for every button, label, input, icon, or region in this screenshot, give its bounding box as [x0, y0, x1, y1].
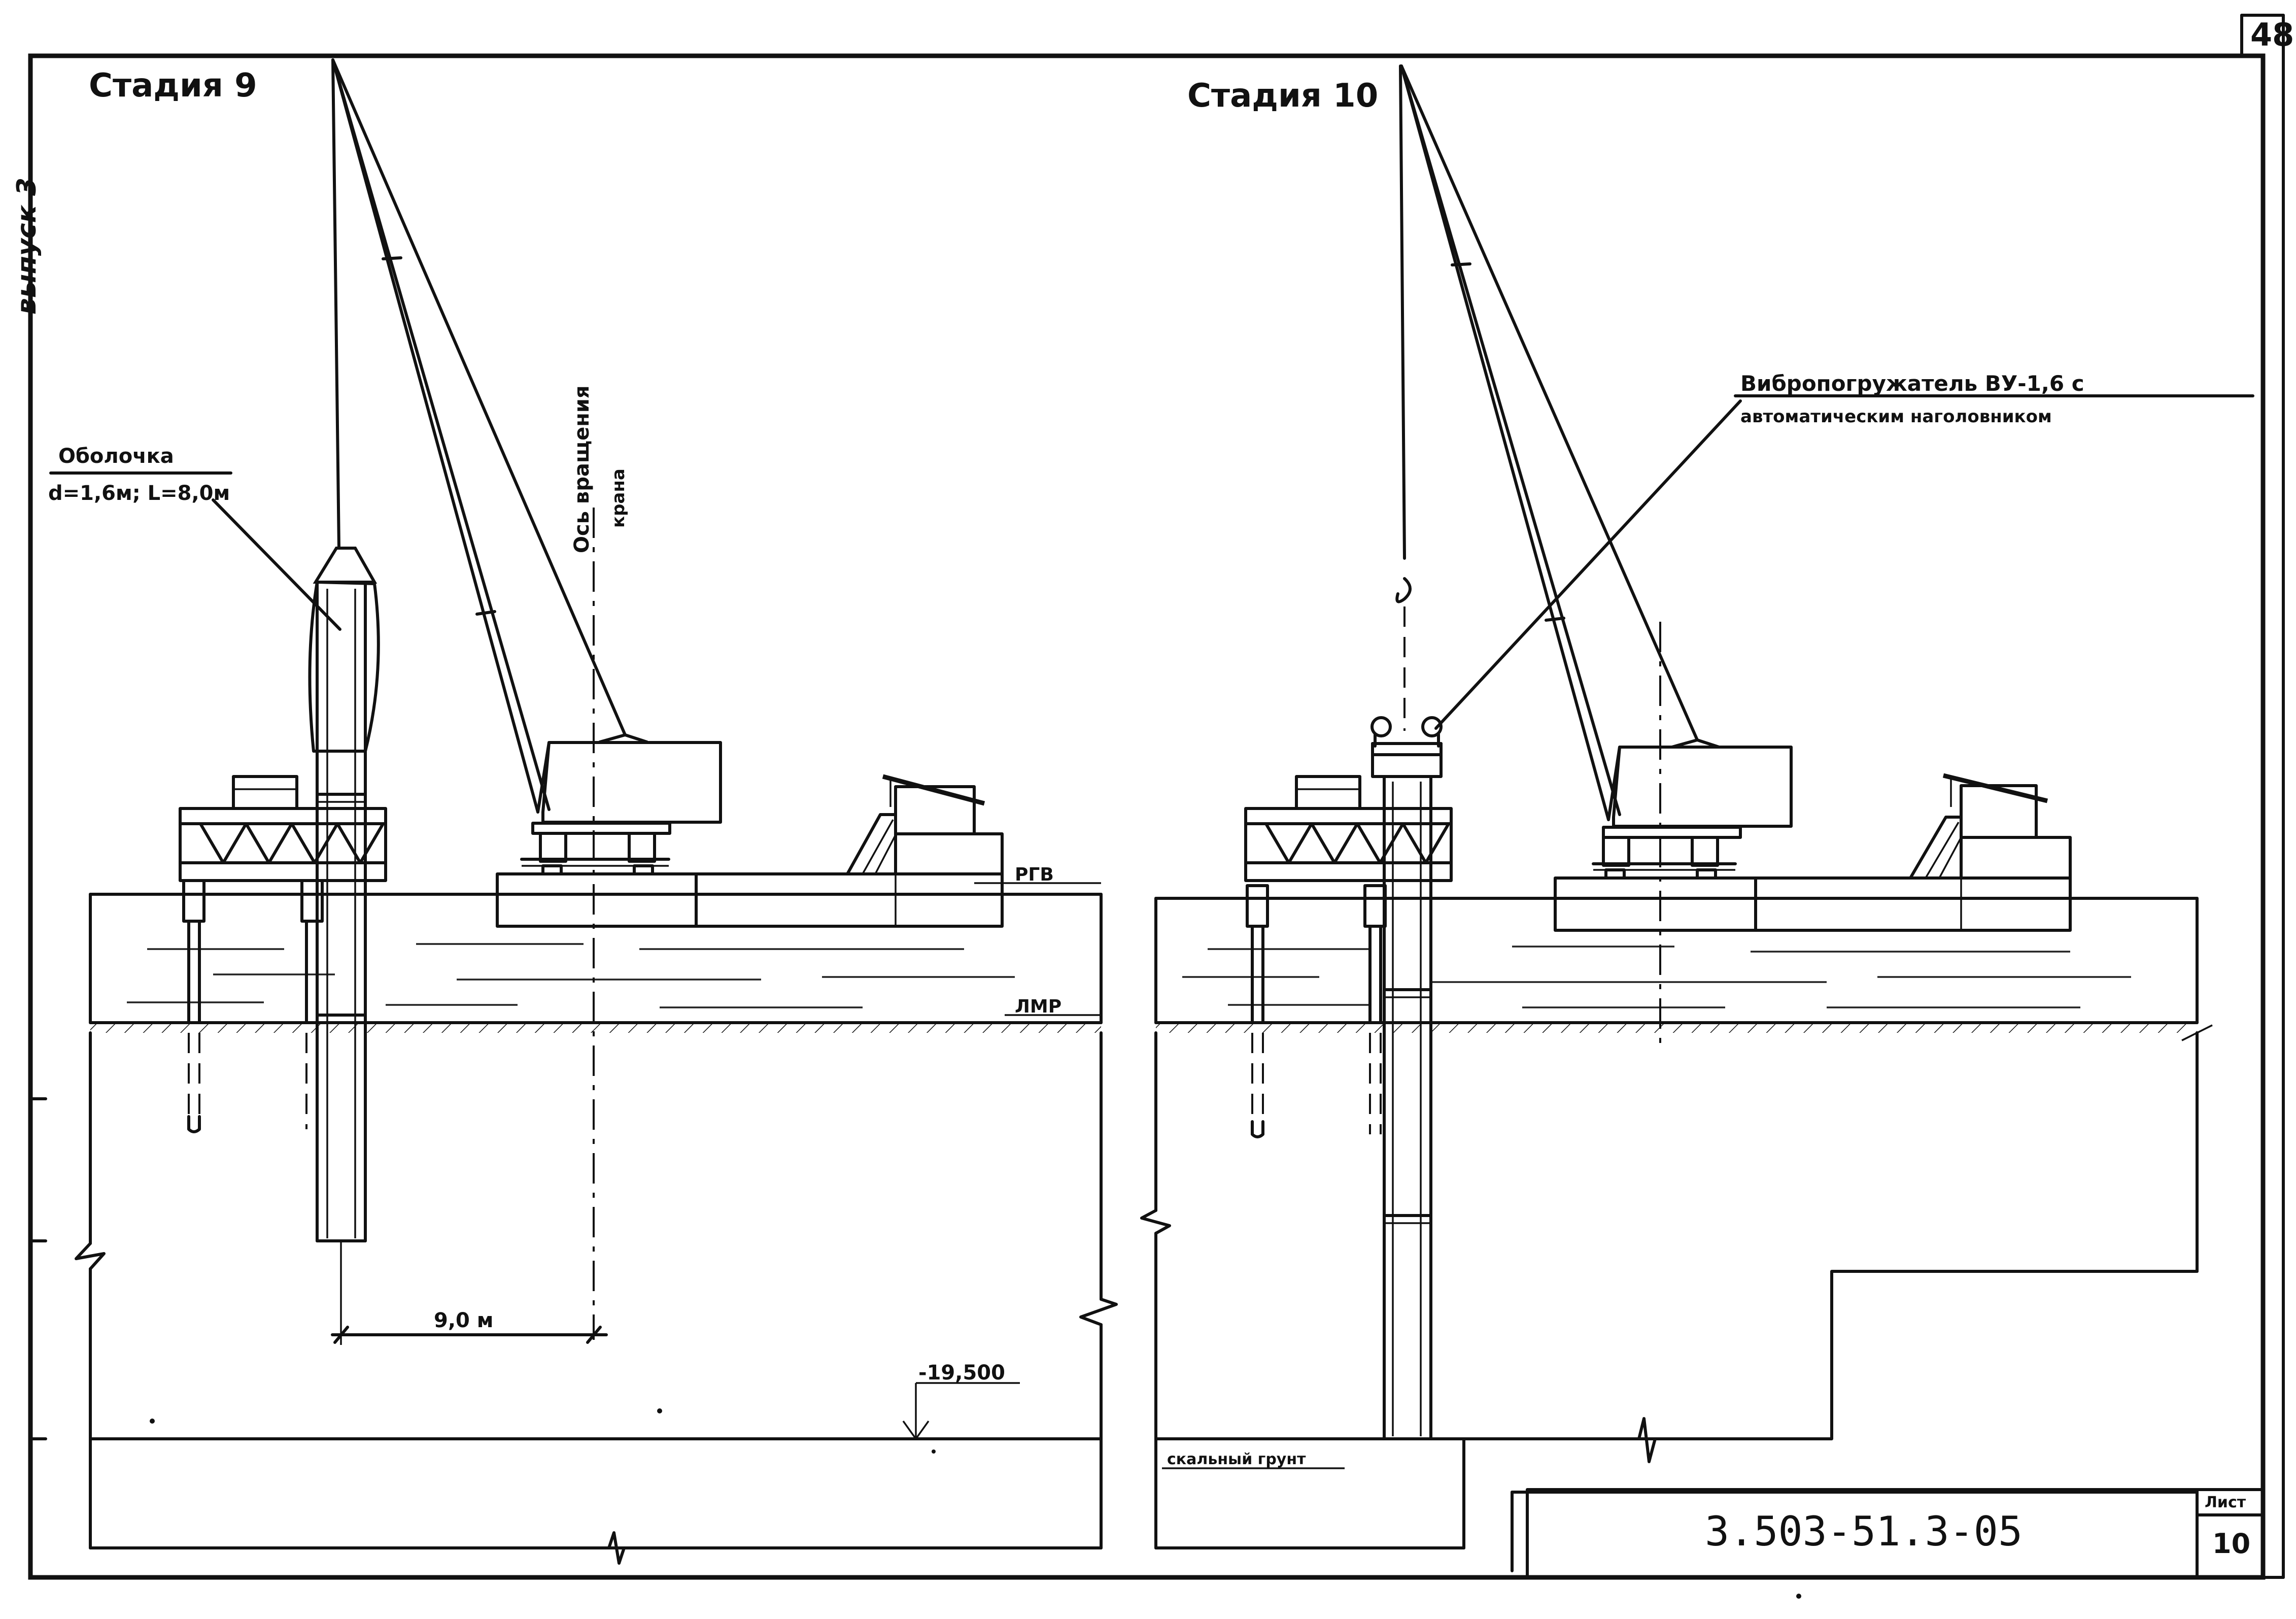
shell-label-line1: Оболочка [58, 445, 174, 468]
sheet-value: 10 [2212, 1528, 2250, 1560]
vibrator-callout: Вибропогружатель ВУ-1,6 с автоматическим… [1434, 371, 2254, 730]
river-bed [89, 1021, 1103, 1033]
crane-house [520, 741, 722, 875]
support-piles [182, 879, 324, 1133]
guide-frame-10 [1244, 775, 1453, 882]
title-block: 3.503-51.3-05 Лист 10 [1526, 1488, 2265, 1579]
stage-9-panel: Стадия 9 РГВ ЛМР [48, 58, 1118, 1565]
crane-hook [1395, 64, 1412, 731]
soil-region-10: скальный грунт [1140, 1031, 2199, 1572]
stage-10-title: Стадия 10 [1187, 77, 1378, 115]
edge-ticks [29, 1097, 47, 1440]
document-code: 3.503-51.3-05 [1705, 1508, 2023, 1555]
crane-axis-label-line1: Ось вращения [570, 385, 594, 553]
pontoon [496, 774, 1004, 928]
shell-pile-10 [1383, 775, 1432, 1440]
shell-label-line2: d=1,6м; L=8,0м [48, 482, 230, 505]
water-body: РГВ ЛМР [89, 864, 1103, 1024]
water-level-label: РГВ [1015, 864, 1054, 885]
elevation-label: -19,500 [918, 1361, 1005, 1385]
shell-callout: Оболочка d=1,6м; L=8,0м [48, 445, 341, 631]
low-level-label: ЛМР [1015, 996, 1061, 1017]
side-label: выпуск 3 [12, 178, 42, 315]
water-body-10 [1154, 897, 2199, 1024]
crane-axis-label: Ось вращения крана [570, 385, 629, 553]
stray-mark [1796, 1594, 1801, 1599]
crane-axis-label-line2: крана [608, 468, 629, 528]
stage-10-panel: Стадия 10 [1140, 64, 2254, 1572]
vibratory-driver [1370, 716, 1443, 778]
hoist-rope [331, 58, 340, 550]
guide-frame [179, 775, 387, 882]
rock-label: скальный грунт [1167, 1451, 1306, 1468]
dimension-9m: 9,0 м [331, 1241, 608, 1345]
elevation-mark: -19,500 [902, 1361, 1020, 1441]
river-bed-10 [1154, 1021, 2213, 1041]
crane-boom-10 [1400, 64, 1721, 821]
stage-9-title: Стадия 9 [89, 67, 257, 105]
pontoon-10 [1554, 773, 2072, 932]
dimension-label: 9,0 м [434, 1309, 493, 1332]
sheet-label: Лист [2205, 1494, 2246, 1511]
vibrator-label-line2: автоматическим наголовником [1740, 407, 2052, 427]
support-piles-10 [1246, 884, 1387, 1138]
shell-pile [308, 547, 380, 1242]
crane-boom [331, 58, 648, 814]
vibrator-label-line1: Вибропогружатель ВУ-1,6 с [1740, 371, 2084, 396]
crane-house-10 [1592, 746, 1793, 880]
sheet-frame [28, 14, 2285, 1580]
sheet-number: 48 [2250, 16, 2294, 53]
soil-region [75, 1031, 1118, 1565]
